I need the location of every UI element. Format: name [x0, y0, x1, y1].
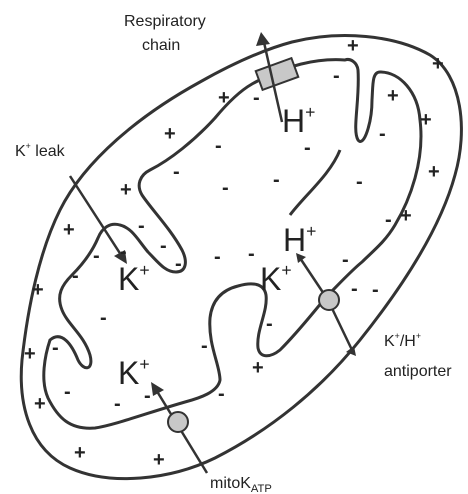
minus-charge: - — [304, 137, 311, 159]
plus-charge: + — [164, 123, 176, 145]
minus-charge: - — [351, 278, 358, 300]
minus-charge: - — [144, 385, 151, 407]
minus-charge: - — [173, 161, 180, 183]
plus-charge: + — [32, 279, 44, 301]
plus-charge: + — [218, 87, 230, 109]
minus-charge: - — [175, 253, 182, 275]
minus-charge: - — [333, 65, 340, 87]
plus-charge: + — [120, 179, 132, 201]
minus-charge: - — [214, 246, 221, 268]
plus-charge: + — [347, 35, 359, 57]
minus-charge: - — [160, 235, 167, 257]
plus-charge: + — [74, 442, 86, 464]
plus-charge: + — [428, 161, 440, 183]
positive-charges: + + + + + + + + + + + + + + + + — [24, 35, 444, 471]
antiporter-transporter — [319, 290, 339, 310]
minus-charge: - — [379, 123, 386, 145]
minus-charge: - — [342, 249, 349, 271]
plus-charge: + — [153, 449, 165, 471]
minus-charge: - — [253, 87, 260, 109]
ion-k-mid: K+ — [260, 260, 292, 297]
minus-charge: - — [93, 245, 100, 267]
ion-h-top: H+ — [282, 102, 315, 139]
minus-charge: - — [266, 313, 273, 335]
plus-charge: + — [63, 219, 75, 241]
plus-charge: + — [432, 53, 444, 75]
respiratory-chain-label-line1: Respiratory — [124, 13, 206, 30]
plus-charge: + — [420, 109, 432, 131]
minus-charge: - — [72, 265, 79, 287]
plus-charge: + — [400, 205, 412, 227]
mitokatp-label: mitoKATP — [210, 475, 272, 494]
minus-charge: - — [218, 383, 225, 405]
minus-charge: - — [215, 135, 222, 157]
minus-charge: - — [385, 209, 392, 231]
mitokatp-transporter — [168, 412, 188, 432]
minus-charge: - — [201, 335, 208, 357]
inner-membrane — [44, 59, 421, 428]
minus-charge: - — [52, 337, 59, 359]
plus-charge: + — [24, 343, 36, 365]
respiratory-chain-complex — [256, 58, 299, 90]
k-leak-label: K+ leak — [15, 141, 66, 160]
respiratory-chain-arrowhead — [256, 32, 270, 46]
plus-charge: + — [252, 357, 264, 379]
plus-charge: + — [34, 393, 46, 415]
minus-charge: - — [120, 241, 127, 263]
respiratory-chain-label-line2: chain — [142, 37, 180, 54]
minus-charge: - — [222, 177, 229, 199]
minus-charge: - — [248, 243, 255, 265]
plus-charge: + — [387, 85, 399, 107]
minus-charge: - — [356, 171, 363, 193]
minus-charge: - — [64, 381, 71, 403]
minus-charge: - — [138, 215, 145, 237]
antiporter-label-line2: antiporter — [384, 363, 452, 380]
minus-charge: - — [100, 307, 107, 329]
antiporter-label-line1: K+/H+ — [384, 331, 421, 350]
minus-charge: - — [372, 279, 379, 301]
minus-charge: - — [114, 393, 121, 415]
minus-charge: - — [273, 169, 280, 191]
crista-line — [290, 150, 340, 215]
ion-k-left: K+ — [118, 260, 150, 297]
ion-h-mid: H+ — [283, 221, 316, 258]
